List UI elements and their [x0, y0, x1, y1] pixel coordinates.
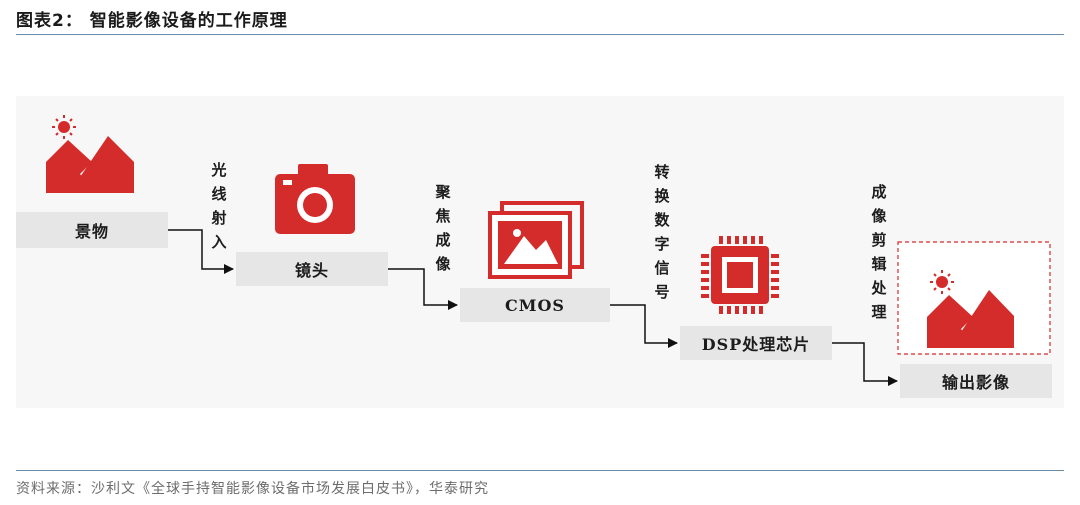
step-edit: 成像剪辑处理 — [871, 183, 887, 321]
step-focus: 聚焦成像 — [435, 183, 451, 273]
node-cmos: CMOS — [460, 288, 610, 322]
source-note: 资料来源：沙利文《全球手持智能影像设备市场发展白皮书》，华泰研究 — [16, 481, 489, 497]
step-light-in: 光线射入 — [211, 161, 227, 251]
step-convert: 转换数字信号 — [654, 163, 670, 301]
node-output: 输出影像 — [900, 364, 1052, 398]
diagram-panel — [16, 96, 1064, 408]
node-dsp: DSP处理芯片 — [680, 326, 832, 360]
node-lens: 镜头 — [236, 252, 388, 286]
bottom-divider — [16, 470, 1064, 471]
figure-title: 图表2： 智能影像设备的工作原理 — [16, 11, 288, 31]
node-scene: 景物 — [16, 212, 168, 248]
top-divider — [16, 34, 1064, 35]
